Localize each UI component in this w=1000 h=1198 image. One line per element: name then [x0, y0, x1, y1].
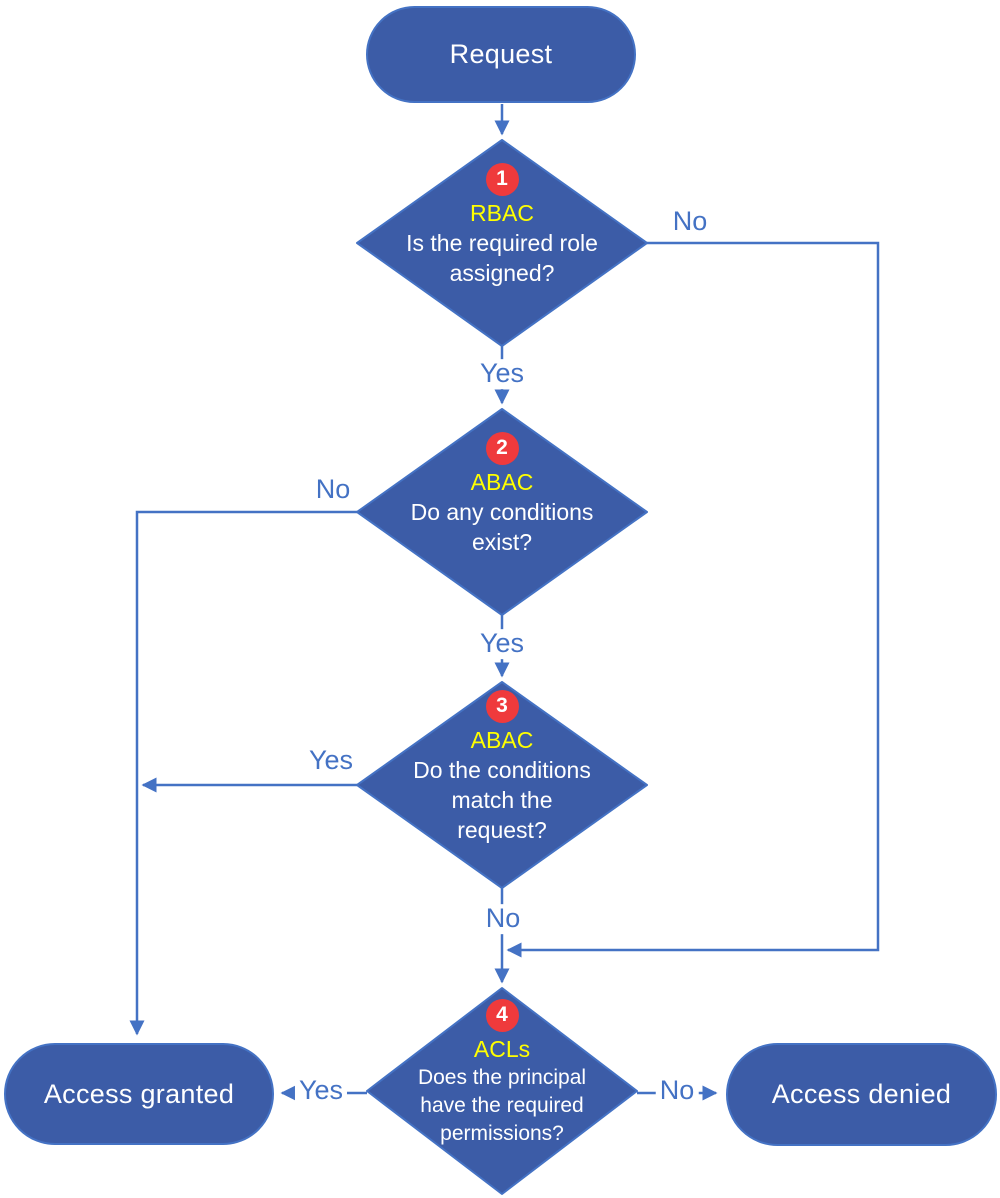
request-node: Request [366, 6, 636, 103]
decision-3-shape [356, 681, 648, 889]
edge-label-decision4-no: No [655, 1075, 699, 1106]
edge-label-decision1-no: No [668, 206, 712, 237]
edge-label-decision3-yes: Yes [304, 745, 358, 776]
request-node-label: Request [449, 39, 553, 69]
edge-label-decision2-yes: Yes [475, 628, 529, 659]
access-denied-node: Access denied [726, 1043, 997, 1146]
edge-label-decision4-yes: Yes [294, 1075, 348, 1106]
decision-4-shape [366, 987, 638, 1195]
access-granted-node: Access granted [4, 1043, 274, 1145]
edge-label-decision3-no: No [481, 903, 525, 934]
access-denied-label: Access denied [771, 1079, 952, 1109]
edge-label-decision1-yes: Yes [475, 358, 529, 389]
access-granted-label: Access granted [43, 1078, 235, 1109]
decision-2-shape [356, 408, 648, 616]
decision-1-shape [356, 139, 648, 347]
edge-decision1-no-rail [506, 241, 880, 958]
edge-decision2-no-rail [129, 510, 357, 1036]
edge-label-decision2-no: No [311, 474, 355, 505]
